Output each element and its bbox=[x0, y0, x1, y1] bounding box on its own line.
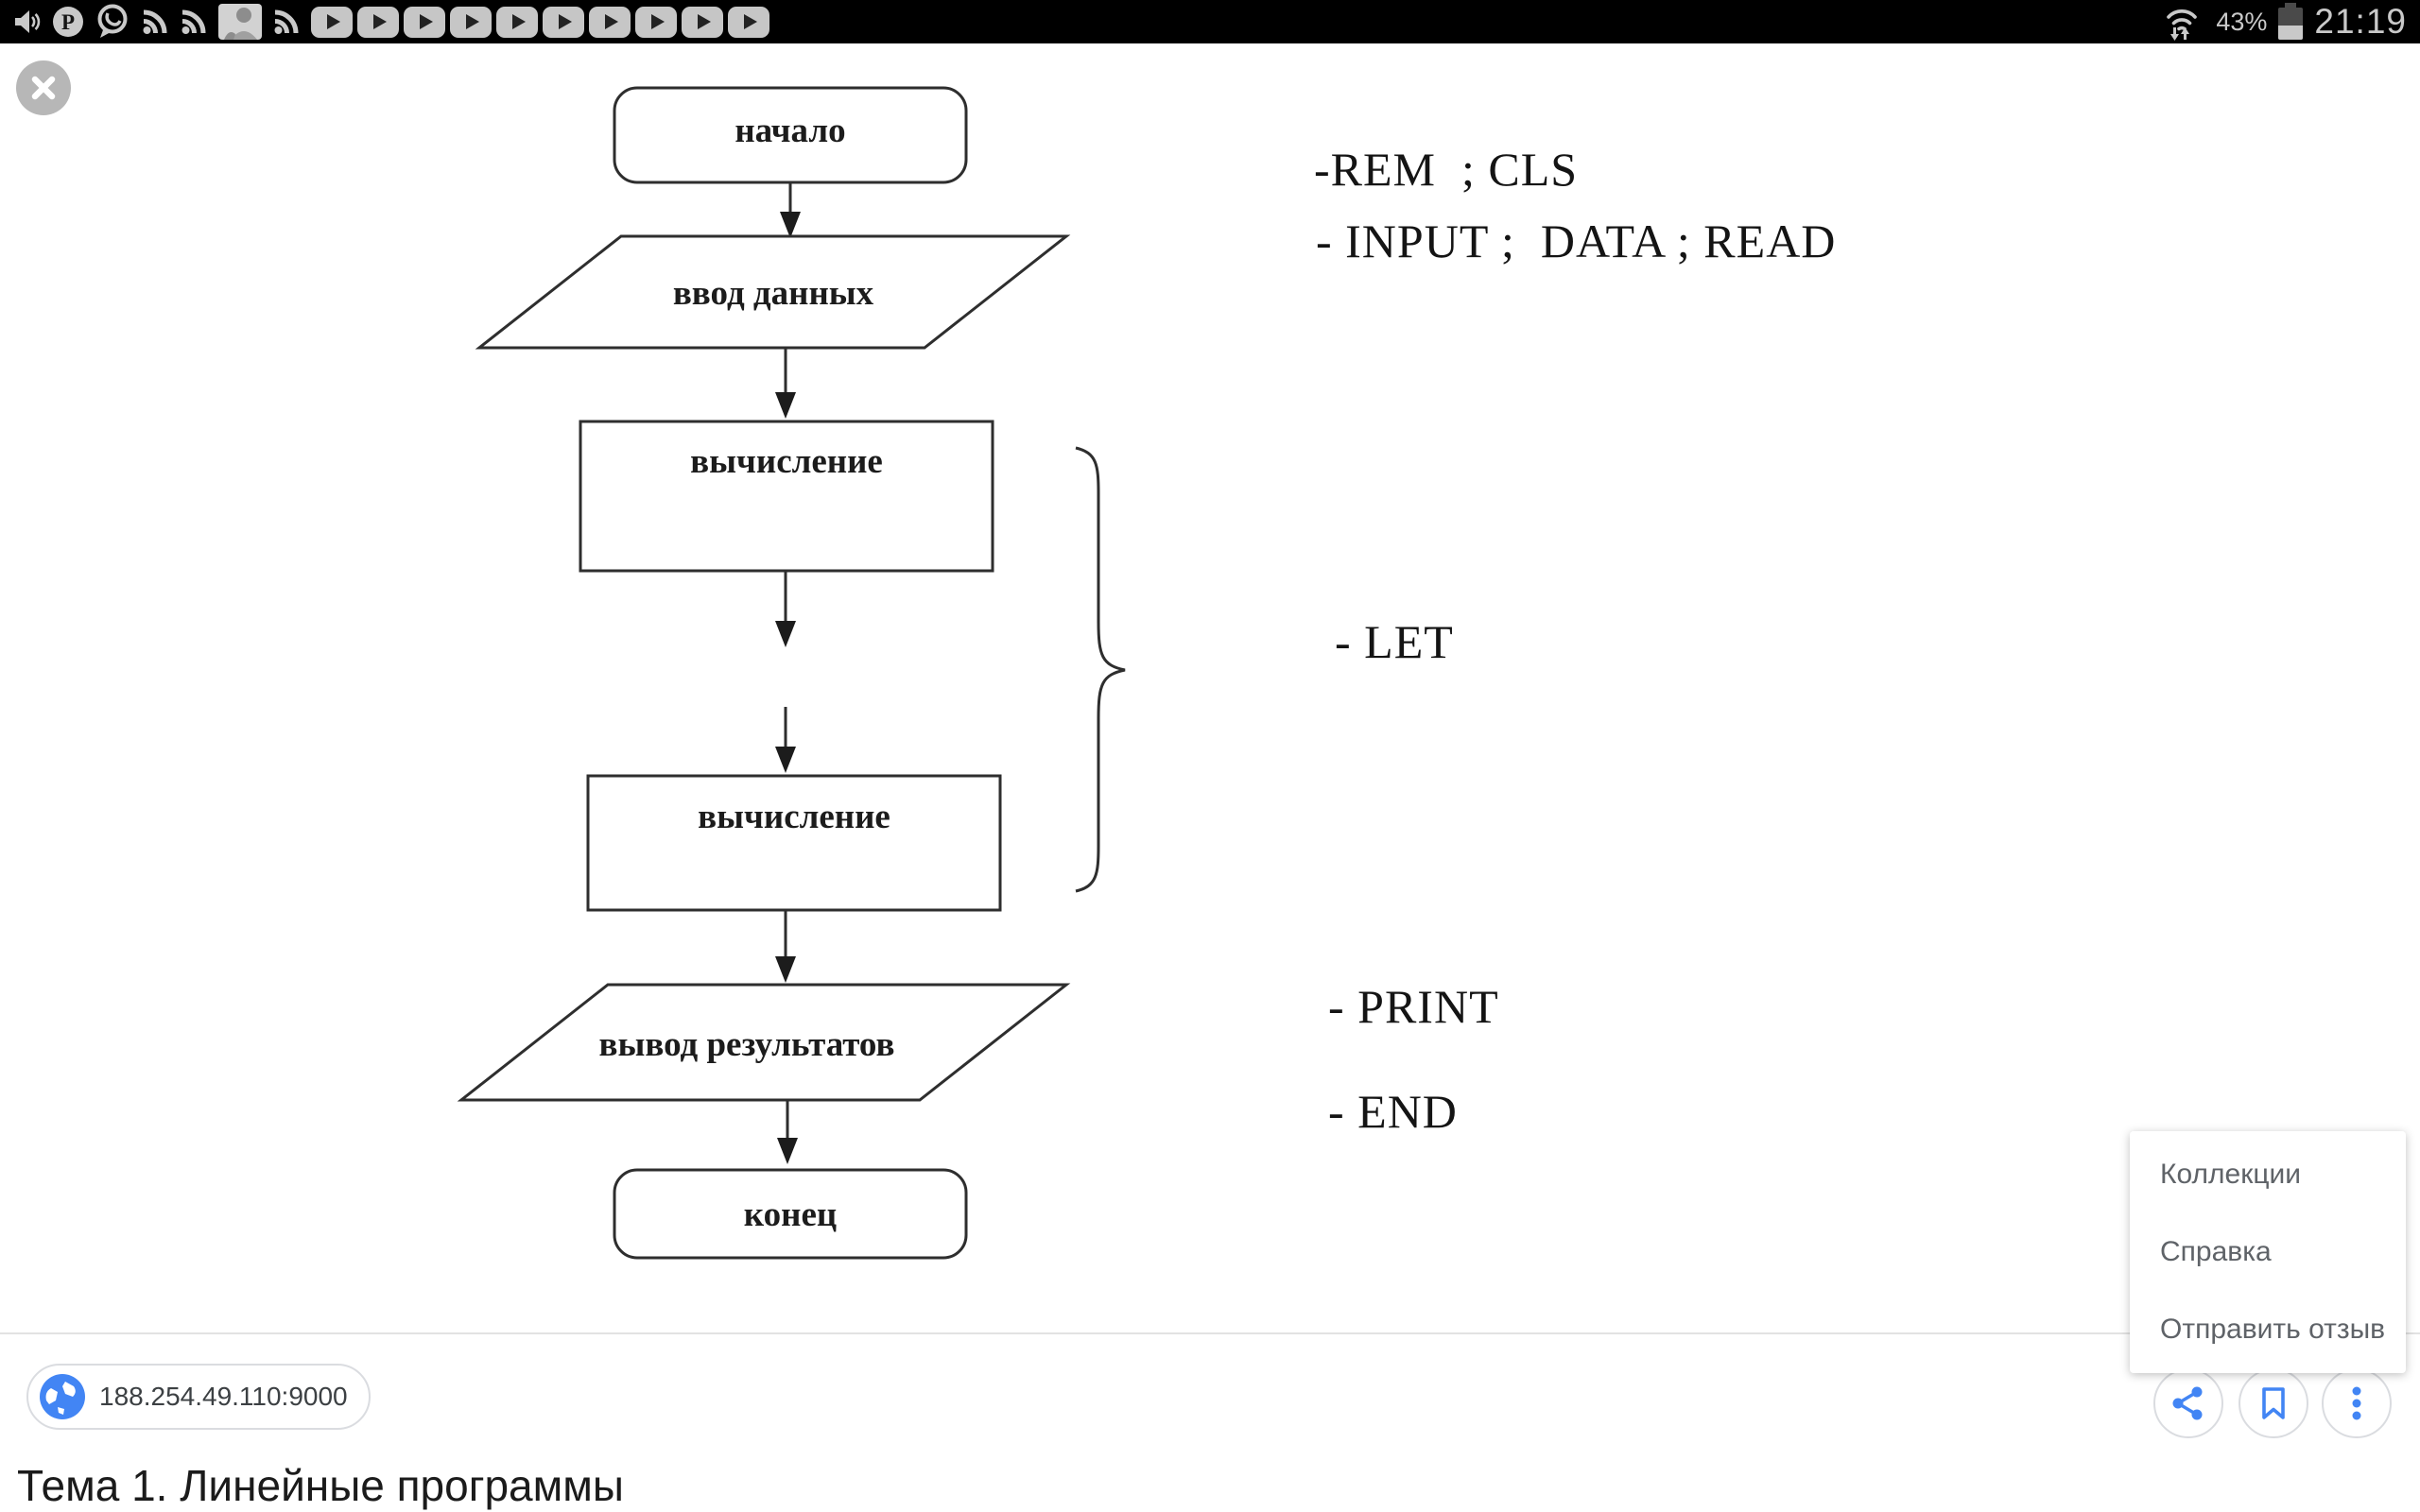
basic-label-input-data-read: - INPUT ; DATA ; READ bbox=[1316, 215, 1837, 267]
basic-label-rem-cls: -REM ; CLS bbox=[1314, 143, 1579, 196]
bookmark-button[interactable] bbox=[2238, 1368, 2308, 1438]
notification-play-icons bbox=[311, 6, 769, 38]
kebab-menu-icon bbox=[2352, 1386, 2361, 1420]
status-bar: P bbox=[0, 0, 2420, 43]
rss-icon bbox=[182, 9, 206, 34]
svg-text:P: P bbox=[61, 10, 75, 34]
share-icon bbox=[2172, 1386, 2203, 1420]
more-options-button[interactable] bbox=[2322, 1368, 2392, 1438]
basic-label-let: - LET bbox=[1335, 615, 1454, 668]
globe-icon bbox=[40, 1374, 85, 1419]
viber-icon bbox=[97, 4, 128, 38]
status-time: 21:19 bbox=[2314, 2, 2407, 41]
share-button[interactable] bbox=[2153, 1368, 2223, 1438]
flow-end-label: конец bbox=[744, 1195, 837, 1234]
flow-output-node bbox=[457, 983, 1071, 1102]
volume-icon bbox=[15, 10, 41, 33]
url-text: 188.254.49.110:9000 bbox=[99, 1382, 348, 1411]
bookmark-icon bbox=[2262, 1387, 2285, 1419]
basic-label-print: - PRINT bbox=[1328, 980, 1499, 1033]
flow-process1-node bbox=[579, 420, 994, 573]
wifi-icon bbox=[2167, 9, 2198, 41]
youtube-play-icon bbox=[404, 6, 445, 38]
flow-input-label: ввод данных bbox=[673, 274, 874, 313]
menu-item-send-feedback[interactable]: Отправить отзыв bbox=[2160, 1314, 2386, 1345]
avatar-icon bbox=[218, 4, 262, 40]
page-title: Тема 1. Линейные программы bbox=[17, 1461, 624, 1510]
youtube-play-icon bbox=[682, 6, 723, 38]
url-chip[interactable]: 188.254.49.110:9000 bbox=[26, 1364, 371, 1430]
youtube-play-icon bbox=[496, 6, 538, 38]
youtube-play-icon bbox=[311, 6, 353, 38]
brace bbox=[1075, 446, 1126, 893]
rss-icon bbox=[274, 9, 299, 34]
close-button[interactable] bbox=[16, 60, 71, 115]
youtube-play-icon bbox=[543, 6, 584, 38]
youtube-play-icon bbox=[357, 6, 399, 38]
pinterest-icon: P bbox=[53, 7, 83, 37]
youtube-play-icon bbox=[450, 6, 492, 38]
flow-process2-node bbox=[586, 774, 1002, 912]
basic-label-end: - END bbox=[1328, 1085, 1458, 1138]
bottom-bar-divider bbox=[0, 1332, 2420, 1334]
flow-input-node bbox=[475, 234, 1071, 350]
flow-end-node bbox=[613, 1168, 968, 1260]
close-icon bbox=[31, 76, 56, 100]
browser-overflow-menu: Коллекции Справка Отправить отзыв bbox=[2130, 1131, 2406, 1373]
flow-process2-label: вычисление bbox=[698, 798, 890, 836]
flow-start-label: начало bbox=[735, 112, 845, 150]
battery-percent: 43% bbox=[2216, 7, 2268, 36]
youtube-play-icon bbox=[728, 6, 769, 38]
youtube-play-icon bbox=[589, 6, 631, 38]
menu-item-help[interactable]: Справка bbox=[2160, 1236, 2272, 1267]
status-icons-right: 43% 21:19 bbox=[2159, 0, 2420, 43]
menu-item-collections[interactable]: Коллекции bbox=[2160, 1159, 2302, 1190]
flow-output-label: вывод результатов bbox=[598, 1025, 894, 1064]
battery-icon bbox=[2278, 3, 2304, 41]
status-icons-left: P bbox=[0, 0, 769, 43]
youtube-play-icon bbox=[635, 6, 677, 38]
flow-process1-label: вычисление bbox=[690, 442, 883, 481]
rss-icon bbox=[143, 9, 167, 34]
